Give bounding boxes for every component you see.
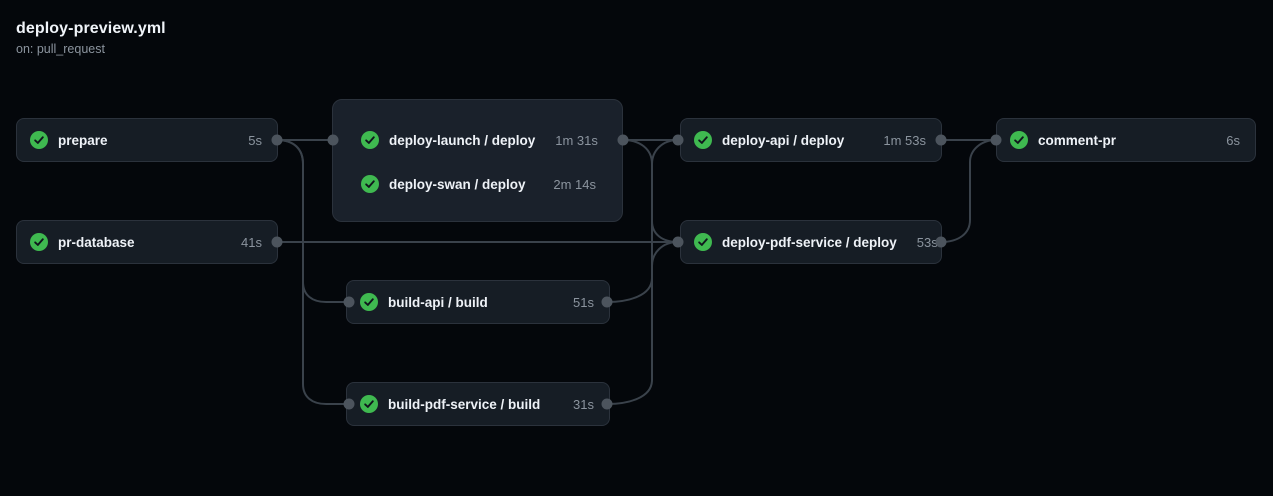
job-duration: 2m 14s <box>553 176 596 192</box>
job-node-prepare[interactable]: prepare 5s <box>16 118 278 162</box>
job-duration: 5s <box>248 132 262 148</box>
job-node-comment-pr[interactable]: comment-pr 6s <box>996 118 1256 162</box>
check-circle-icon <box>30 233 48 251</box>
job-name: comment-pr <box>1038 132 1117 148</box>
check-circle-icon <box>360 395 378 413</box>
job-duration: 53s <box>916 234 938 250</box>
edge-build-pdf-service-deploy-pdf-service <box>606 241 679 405</box>
job-duration: 41s <box>241 234 262 250</box>
edge-deploy-group-deploy-pdf-service <box>622 139 679 243</box>
job-duration: 31s <box>573 396 594 412</box>
job-group-deploy: deploy-launch / deploy 1m 31s deploy-swa… <box>332 99 623 222</box>
job-name: deploy-pdf-service / deploy <box>722 234 897 250</box>
job-duration: 1m 31s <box>555 132 598 148</box>
job-name: build-pdf-service / build <box>388 396 541 412</box>
job-node-deploy-pdf-service[interactable]: deploy-pdf-service / deploy 53s <box>680 220 942 264</box>
job-duration: 6s <box>1226 132 1240 148</box>
job-node-deploy-swan[interactable]: deploy-swan / deploy 2m 14s <box>361 162 596 206</box>
workflow-title: deploy-preview.yml <box>16 20 166 37</box>
job-node-build-pdf-service[interactable]: build-pdf-service / build 31s <box>346 382 610 426</box>
job-node-deploy-api[interactable]: deploy-api / deploy 1m 53s <box>680 118 942 162</box>
job-name: build-api / build <box>388 294 488 310</box>
job-name: prepare <box>58 132 108 148</box>
edge-deploy-pdf-service-comment-pr <box>940 139 997 243</box>
check-circle-icon <box>360 293 378 311</box>
check-circle-icon <box>694 233 712 251</box>
check-circle-icon <box>361 131 379 149</box>
job-node-build-api[interactable]: build-api / build 51s <box>346 280 610 324</box>
job-name: deploy-api / deploy <box>722 132 845 148</box>
check-circle-icon <box>1010 131 1028 149</box>
job-name: deploy-launch / deploy <box>389 132 536 148</box>
job-node-pr-database[interactable]: pr-database 41s <box>16 220 278 264</box>
workflow-trigger: on: pull_request <box>16 42 105 56</box>
job-name: deploy-swan / deploy <box>389 176 526 192</box>
check-circle-icon <box>694 131 712 149</box>
workflow-header: deploy-preview.yml on: pull_request <box>16 20 166 56</box>
job-duration: 51s <box>573 294 594 310</box>
job-node-deploy-launch[interactable]: deploy-launch / deploy 1m 31s <box>361 118 598 162</box>
check-circle-icon <box>361 175 379 193</box>
job-duration: 1m 53s <box>883 132 926 148</box>
job-name: pr-database <box>58 234 135 250</box>
check-circle-icon <box>30 131 48 149</box>
